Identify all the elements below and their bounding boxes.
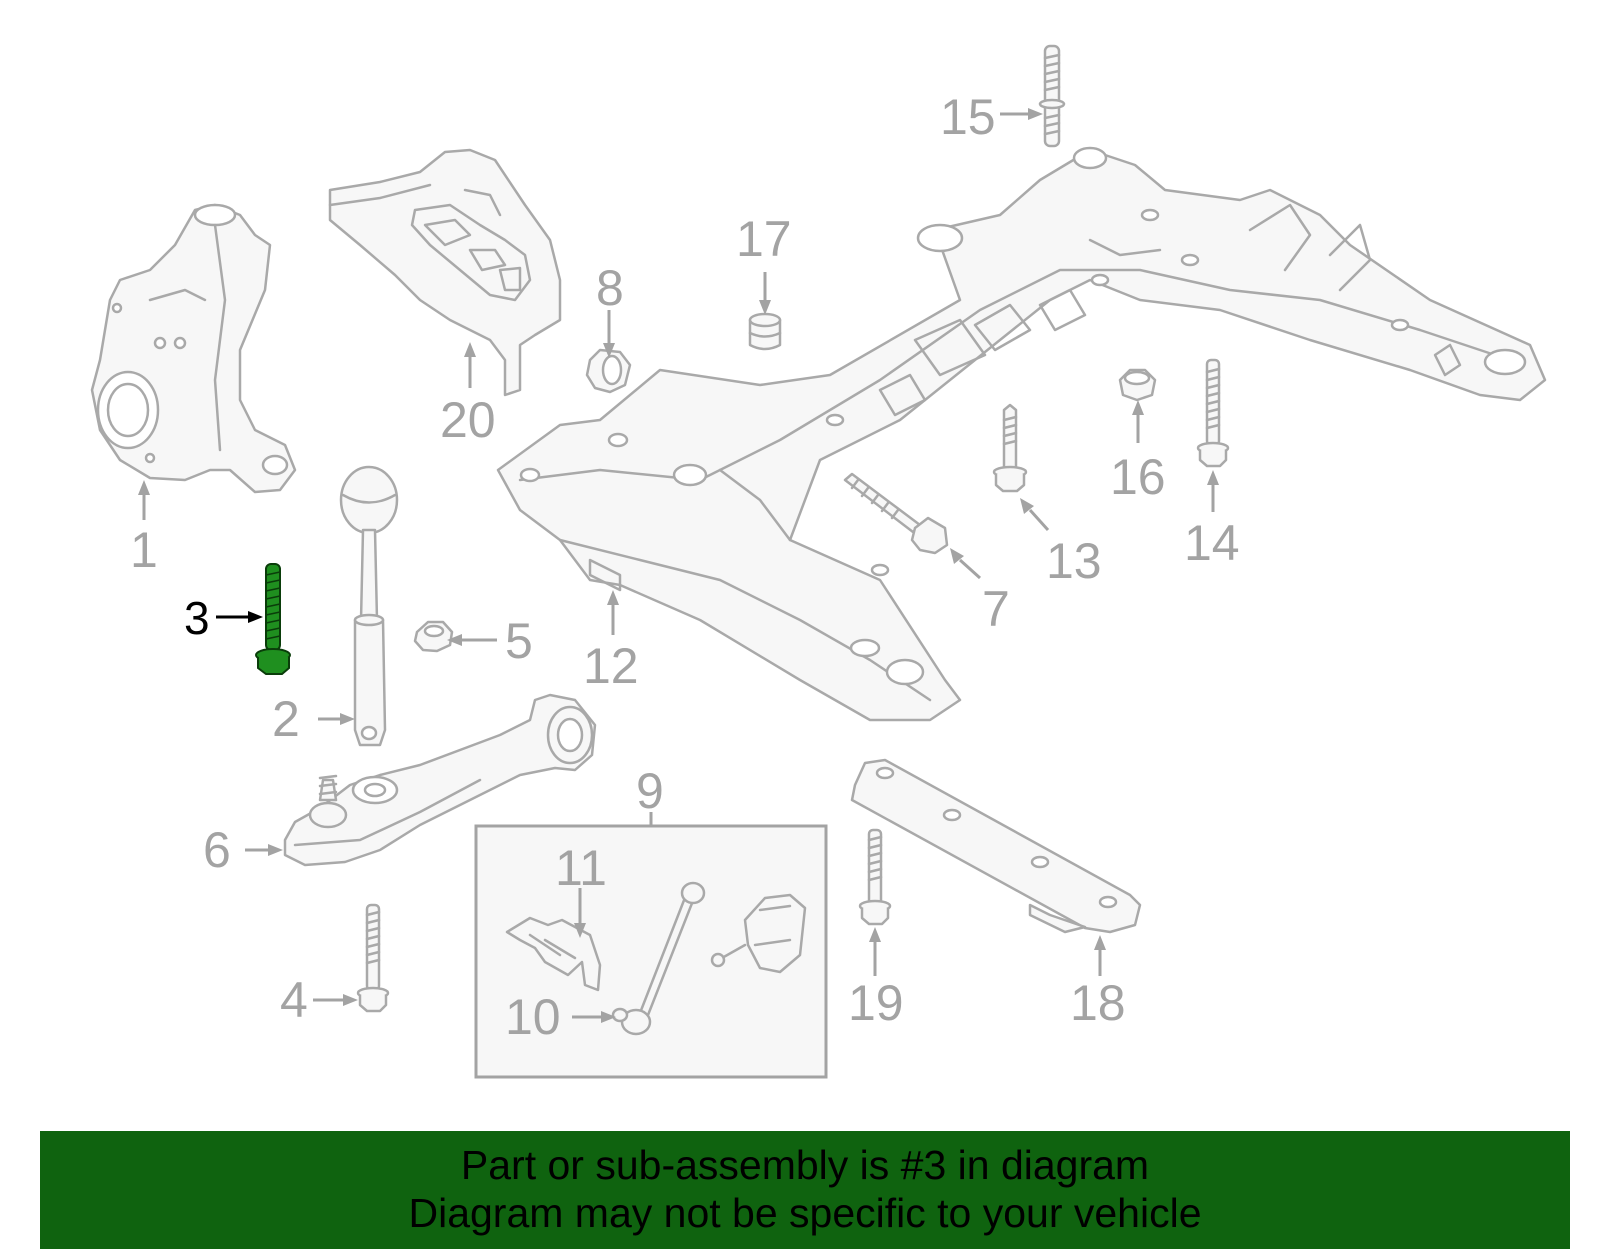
part-9-stabilizer-link-kit: [474, 812, 828, 1079]
leader-arrows: [138, 108, 1219, 1023]
part-12-subframe: [496, 146, 1547, 722]
part-13-bolt: [992, 403, 1028, 493]
label-part-2: 2: [272, 691, 300, 747]
part-6-control-arm: [283, 693, 597, 867]
label-part-6: 6: [203, 822, 231, 878]
part-4-bolt: [356, 903, 390, 1013]
part-number-labels: 1 2 3 4 5 6 7 8 9 10 11 12 13 14 15 16 1…: [130, 89, 1240, 1045]
banner-line-1: Part or sub-assembly is #3 in diagram: [460, 1142, 1150, 1188]
label-part-16: 16: [1110, 449, 1166, 505]
part-14-bolt: [1196, 358, 1230, 468]
part-3-bolt-highlighted: [255, 563, 291, 675]
label-part-1: 1: [130, 522, 158, 578]
part-7-bolt: [843, 472, 949, 555]
part-19-bolt: [858, 828, 892, 926]
label-part-7: 7: [982, 581, 1010, 637]
label-part-3: 3: [184, 592, 210, 644]
part-17-bushing: [748, 312, 782, 351]
label-part-18: 18: [1070, 975, 1126, 1031]
part-15-stud: [1038, 44, 1066, 148]
label-part-9: 9: [636, 763, 664, 819]
part-16-nut: [1118, 368, 1157, 402]
part-1-steering-knuckle: [90, 203, 297, 494]
label-part-17: 17: [736, 211, 792, 267]
label-part-13: 13: [1046, 533, 1102, 589]
part-20-bracket: [328, 148, 562, 397]
label-part-19: 19: [848, 975, 904, 1031]
label-part-20: 20: [440, 392, 496, 448]
label-part-14: 14: [1184, 515, 1240, 571]
part-5-nut: [413, 620, 454, 653]
info-banner: Part or sub-assembly is #3 in diagram Di…: [40, 1131, 1570, 1249]
label-part-11: 11: [555, 840, 607, 896]
label-part-8: 8: [596, 260, 624, 316]
banner-line-2: Diagram may not be specific to your vehi…: [408, 1190, 1202, 1236]
part-8-nut: [585, 348, 632, 394]
label-part-10: 10: [505, 989, 561, 1045]
part-18-plate: [850, 758, 1142, 934]
label-part-15: 15: [940, 89, 996, 145]
label-part-5: 5: [505, 613, 533, 669]
label-part-12: 12: [583, 638, 639, 694]
part-2-strut: [339, 465, 399, 747]
label-part-4: 4: [280, 972, 308, 1028]
